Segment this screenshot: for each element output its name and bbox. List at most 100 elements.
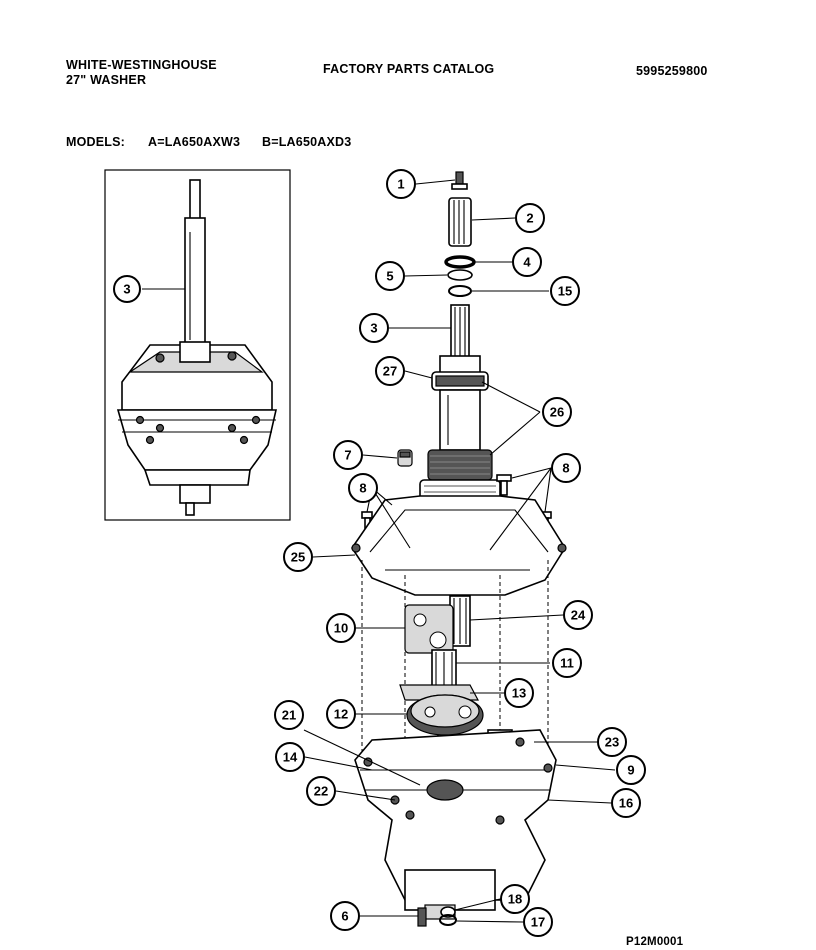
callout-circle xyxy=(326,699,356,729)
callout-label: 8 xyxy=(359,481,366,496)
callout-circle xyxy=(551,453,581,483)
callout-circle xyxy=(616,755,646,785)
callout-circle xyxy=(348,473,378,503)
callout-24: 24 xyxy=(563,600,593,630)
callout-label: 9 xyxy=(627,763,634,778)
model-b: B=LA650AXD3 xyxy=(262,135,352,149)
inset-assembled-transmission xyxy=(104,169,291,521)
model-a: A=LA650AXW3 xyxy=(148,135,241,149)
callout-label: 6 xyxy=(341,909,348,924)
callout-circle xyxy=(306,776,336,806)
callout-circle xyxy=(283,542,313,572)
catalog-title: FACTORY PARTS CATALOG xyxy=(323,62,495,76)
callout-circle xyxy=(359,313,389,343)
callout-circle xyxy=(504,678,534,708)
callout-label: 13 xyxy=(512,686,526,701)
callout-label: 27 xyxy=(383,364,397,379)
callout-10: 10 xyxy=(326,613,356,643)
callout-15: 15 xyxy=(550,276,580,306)
part-4-ring xyxy=(444,255,476,269)
callout-circle xyxy=(542,397,572,427)
callout-label: 2 xyxy=(526,211,533,226)
callout-9: 9 xyxy=(616,755,646,785)
callout-circle xyxy=(333,440,363,470)
callout-circle xyxy=(375,261,405,291)
callout-circle xyxy=(515,203,545,233)
inset-callout-3: 3 xyxy=(113,275,141,303)
figure-code: P12M0001 xyxy=(626,936,684,948)
leader-lines xyxy=(142,179,616,923)
part-6-screw xyxy=(417,907,427,927)
part-2-sleeve xyxy=(448,197,472,247)
callout-circle xyxy=(500,884,530,914)
callout-7: 7 xyxy=(333,440,363,470)
part-15-seal xyxy=(448,285,472,297)
part-3-agitator-shaft xyxy=(439,304,481,375)
callout-17: 17 xyxy=(523,907,553,937)
callout-26: 26 xyxy=(542,397,572,427)
part-5-washer xyxy=(447,269,473,281)
callout-circle xyxy=(375,356,405,386)
callout-3: 3 xyxy=(359,313,389,343)
callout-label: 1 xyxy=(397,177,404,192)
callout-1: 1 xyxy=(386,169,416,199)
callout-6: 6 xyxy=(330,901,360,931)
part-24-pinion xyxy=(449,595,471,647)
callout-label: 4 xyxy=(523,255,531,270)
callout-label: 10 xyxy=(334,621,348,636)
callout-label: 5 xyxy=(386,269,393,284)
callout-8: 8 xyxy=(551,453,581,483)
callout-14: 14 xyxy=(275,742,305,772)
callout-label: 21 xyxy=(282,708,296,723)
part-27-bearing xyxy=(431,371,489,391)
part-25-cover xyxy=(351,495,567,596)
callout-22: 22 xyxy=(306,776,336,806)
callout-label: 16 xyxy=(619,796,633,811)
callout-bubbles: 3 12451532726788252410111312212314922161… xyxy=(113,169,646,937)
callout-label: 15 xyxy=(558,284,572,299)
callout-circle xyxy=(550,276,580,306)
callout-circle xyxy=(326,613,356,643)
callout-23: 23 xyxy=(597,727,627,757)
callout-circle xyxy=(597,727,627,757)
callout-12: 12 xyxy=(326,699,356,729)
part-10-bracket xyxy=(404,604,454,654)
callout-circle xyxy=(523,907,553,937)
part-7-plug xyxy=(397,449,413,467)
callout-label: 7 xyxy=(344,448,351,463)
inset-callout-label: 3 xyxy=(123,282,130,297)
part-12-gear xyxy=(406,694,484,736)
brand-line-1: WHITE-WESTINGHOUSE xyxy=(66,58,217,72)
callout-label: 11 xyxy=(560,656,574,671)
callout-circle xyxy=(563,600,593,630)
callout-label: 22 xyxy=(314,784,328,799)
callout-11: 11 xyxy=(552,648,582,678)
callout-circle xyxy=(330,901,360,931)
callout-label: 8 xyxy=(562,461,569,476)
callout-27: 27 xyxy=(375,356,405,386)
callout-label: 14 xyxy=(283,750,298,765)
part-16-lower-case xyxy=(354,729,557,920)
callout-circle xyxy=(512,247,542,277)
callout-circle xyxy=(611,788,641,818)
callout-label: 25 xyxy=(291,550,305,565)
catalog-number: 5995259800 xyxy=(636,64,708,78)
callout-label: 23 xyxy=(605,735,619,750)
callout-8: 8 xyxy=(348,473,378,503)
exploded-parts xyxy=(351,171,567,927)
callout-label: 24 xyxy=(571,608,586,623)
callout-label: 17 xyxy=(531,915,545,930)
callout-21: 21 xyxy=(274,700,304,730)
part-17-ring xyxy=(439,914,457,926)
brand-line-2: 27" WASHER xyxy=(66,73,147,87)
callout-circle xyxy=(386,169,416,199)
callout-label: 12 xyxy=(334,707,348,722)
callout-25: 25 xyxy=(283,542,313,572)
part-26-seal-rings xyxy=(419,449,501,501)
callout-2: 2 xyxy=(515,203,545,233)
callout-label: 18 xyxy=(508,892,522,907)
part-1-screw xyxy=(451,171,468,190)
callout-circle xyxy=(552,648,582,678)
callout-5: 5 xyxy=(375,261,405,291)
